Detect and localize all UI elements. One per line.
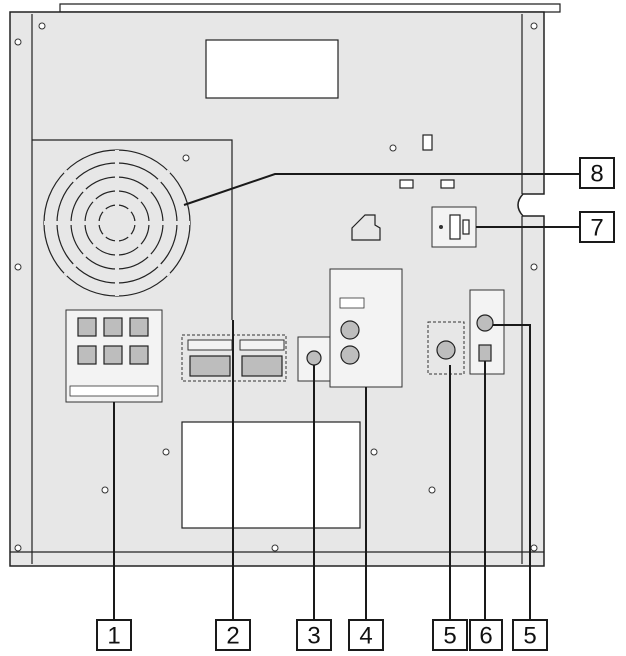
callout-6: 6 [469, 619, 503, 651]
callout-3: 3 [296, 619, 332, 651]
callout-2: 2 [215, 619, 251, 651]
callout-7: 7 [579, 211, 615, 243]
rear-panel [9, 11, 545, 567]
top-vent-cutout [205, 39, 339, 99]
fan-grille [43, 149, 191, 297]
power-switch-rocker [462, 219, 470, 235]
jack-panel-4 [329, 268, 403, 388]
screw-holes [14, 22, 538, 552]
jack-stack-5-6 [469, 289, 505, 375]
single-jack-3 [297, 336, 331, 382]
callout-4: 4 [348, 619, 384, 651]
callout-5-left: 5 [432, 619, 468, 651]
svg-text:7: 7 [590, 215, 603, 242]
svg-text:4: 4 [359, 623, 372, 650]
svg-text:2: 2 [226, 623, 239, 650]
slot [399, 179, 414, 189]
top-lip [59, 3, 561, 13]
speaker-out-terminals [65, 309, 163, 403]
svg-text:6: 6 [479, 623, 492, 650]
power-switch [449, 214, 461, 240]
svg-text:1: 1 [107, 623, 120, 650]
handle-icon [351, 214, 381, 241]
svg-text:5: 5 [443, 623, 456, 650]
lower-panel-cutout [181, 421, 361, 529]
slot [440, 179, 455, 189]
jack-5-left [427, 321, 465, 375]
leader-line-8 [183, 173, 580, 206]
callout-5-right: 5 [512, 619, 548, 651]
panel-seam [32, 139, 233, 320]
slot [422, 134, 433, 151]
callout-1: 1 [96, 619, 132, 651]
svg-text:8: 8 [590, 161, 603, 188]
callout-8: 8 [579, 157, 615, 189]
power-indicator-dot [439, 225, 443, 229]
leader-line-5b [493, 324, 531, 620]
svg-text:3: 3 [307, 623, 320, 650]
svg-text:5: 5 [523, 623, 536, 650]
